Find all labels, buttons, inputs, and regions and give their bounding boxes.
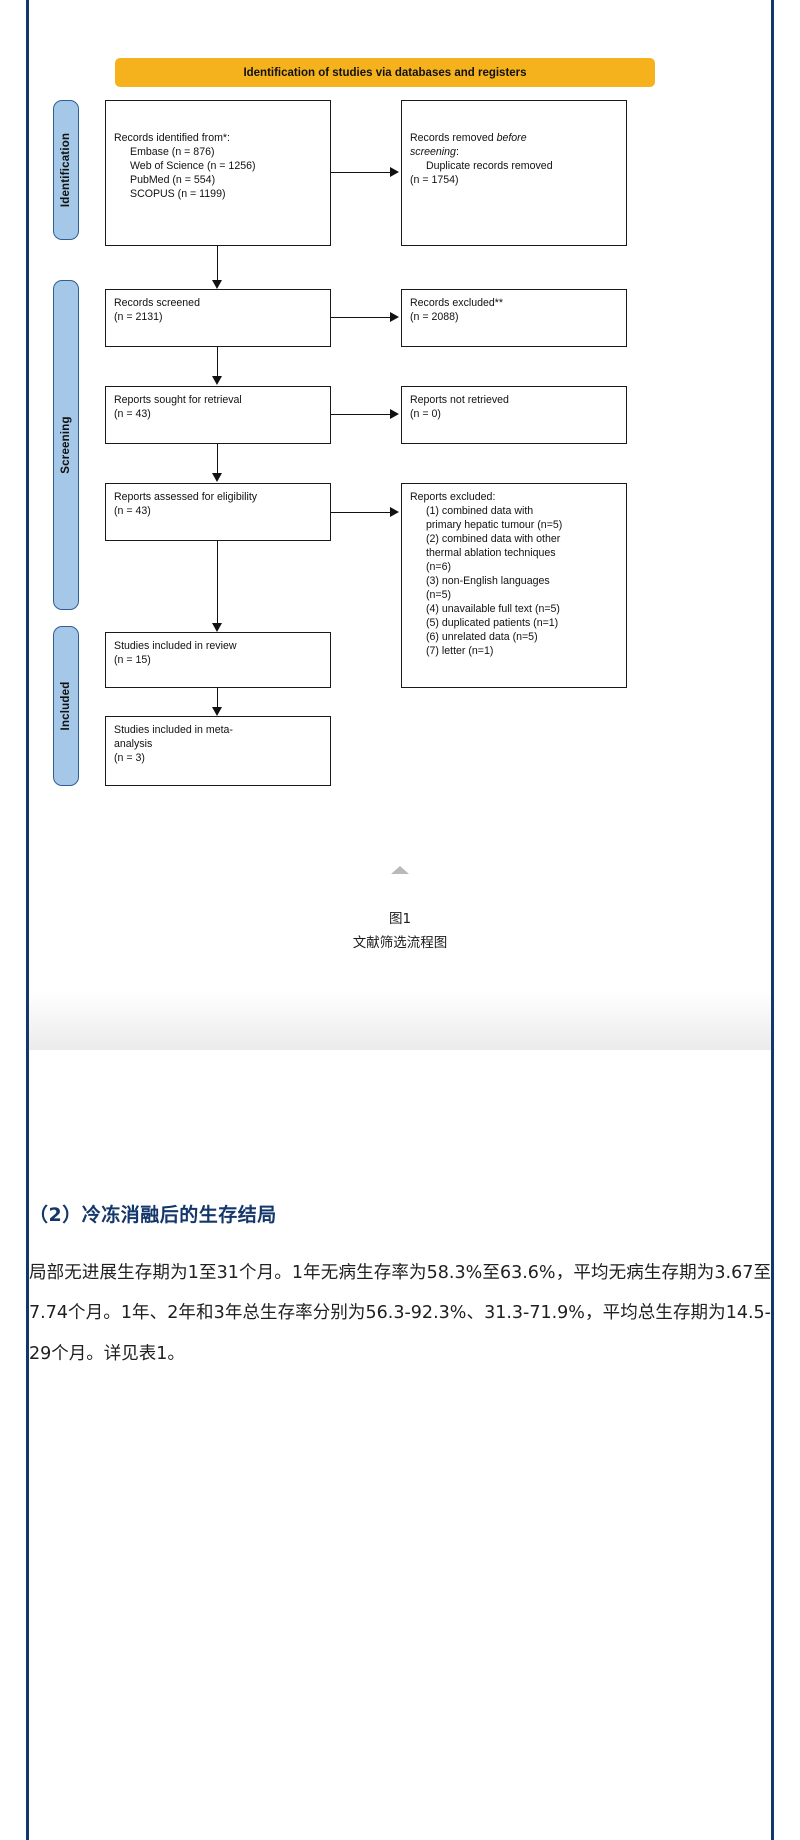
reports-excluded-item-5: (3) non-English languages <box>426 574 550 587</box>
connector-assessed-to-included <box>217 541 219 625</box>
records-removed-screening-emphasis: screening <box>410 145 456 158</box>
records-removed-line1: Records removed <box>410 132 497 144</box>
connector-assessed-to-excluded <box>331 512 391 514</box>
reports-sought-count: (n = 43) <box>114 407 151 420</box>
box-reports-not-retrieved: Reports not retrieved (n = 0) <box>401 386 627 444</box>
reports-excluded-item-2: (2) combined data with other <box>426 532 561 545</box>
studies-included-review-count: (n = 15) <box>114 653 151 666</box>
article-body: （2）冷冻消融后的生存结局 局部无进展生存期为1至31个月。1年无病生存率为58… <box>29 1200 771 1374</box>
arrowhead-review-to-meta <box>212 707 222 716</box>
records-identified-item-3: SCOPUS (n = 1199) <box>130 187 226 200</box>
banner-identification-title: Identification of studies via databases … <box>115 58 655 87</box>
records-removed-colon: : <box>455 145 459 158</box>
phase-identification-label: Identification <box>60 132 72 208</box>
arrowhead-screened-to-sought <box>212 376 222 385</box>
section-paragraph: 局部无进展生存期为1至31个月。1年无病生存率为58.3%至63.6%，平均无病… <box>29 1263 771 1364</box>
reports-excluded-item-10: (7) letter (n=1) <box>426 644 494 657</box>
reports-excluded-item-0: (1) combined data with <box>426 504 534 517</box>
box-reports-assessed: Reports assessed for eligibility (n = 43… <box>105 483 331 541</box>
right-rail-decoration <box>771 0 774 1840</box>
prisma-flow-diagram: Identification Screening Included Identi… <box>29 0 771 874</box>
records-identified-title: Records identified from*: <box>114 132 230 144</box>
box-records-identified: Records identified from*: Embase (n = 87… <box>105 100 331 246</box>
arrowhead-assessed-to-included <box>212 623 222 632</box>
connector-sought-to-assessed <box>217 444 219 475</box>
figure-bottom-gap <box>29 1050 771 1180</box>
connector-review-to-meta <box>217 688 219 709</box>
reports-excluded-item-6: (n=5) <box>426 588 452 601</box>
reports-excluded-title: Reports excluded: <box>410 491 496 503</box>
connector-identified-to-screened <box>217 246 219 282</box>
section-heading: （2）冷冻消融后的生存结局 <box>29 1204 277 1226</box>
records-screened-count: (n = 2131) <box>114 310 163 323</box>
phase-screening: Screening <box>53 280 79 610</box>
page-content: Identification Screening Included Identi… <box>29 0 771 1840</box>
connector-screened-to-excluded <box>331 317 391 319</box>
phase-included-label: Included <box>60 681 72 731</box>
reports-excluded-item-9: (6) unrelated data (n=5) <box>426 630 538 643</box>
arrowhead-identified-to-screened <box>212 280 222 289</box>
connector-screened-to-sought <box>217 347 219 378</box>
box-records-removed: Records removed before screening: Duplic… <box>401 100 627 246</box>
box-reports-excluded: Reports excluded: (1) combined data with… <box>401 483 627 688</box>
records-removed-item-0: Duplicate records removed <box>426 159 553 172</box>
reports-excluded-item-7: (4) unavailable full text (n=5) <box>426 602 560 615</box>
arrowhead-sought-to-not-retrieved <box>390 409 399 419</box>
records-identified-item-0: Embase (n = 876) <box>130 145 215 158</box>
arrowhead-assessed-to-excluded <box>390 507 399 517</box>
connector-sought-to-not-retrieved <box>331 414 391 416</box>
records-identified-item-1: Web of Science (n = 1256) <box>130 159 256 172</box>
studies-included-meta-count: (n = 3) <box>114 751 145 764</box>
box-records-excluded: Records excluded** (n = 2088) <box>401 289 627 347</box>
box-reports-sought: Reports sought for retrieval (n = 43) <box>105 386 331 444</box>
studies-included-meta-title-line1: Studies included in meta- <box>114 724 233 736</box>
box-studies-included-review: Studies included in review (n = 15) <box>105 632 331 688</box>
box-studies-included-meta: Studies included in meta- analysis (n = … <box>105 716 331 786</box>
reports-not-retrieved-count: (n = 0) <box>410 407 441 420</box>
records-screened-title: Records screened <box>114 297 200 309</box>
reports-excluded-item-1: primary hepatic tumour (n=5) <box>426 518 563 531</box>
collapse-caret-icon[interactable] <box>391 866 409 874</box>
phase-identification: Identification <box>53 100 79 240</box>
reports-assessed-count: (n = 43) <box>114 504 151 517</box>
figure-caption: 图1 文献筛选流程图 <box>29 908 771 955</box>
studies-included-meta-title-line2: analysis <box>114 737 153 750</box>
records-excluded-count: (n = 2088) <box>410 310 459 323</box>
reports-assessed-title: Reports assessed for eligibility <box>114 491 258 503</box>
arrowhead-sought-to-assessed <box>212 473 222 482</box>
arrowhead-screened-to-excluded <box>390 312 399 322</box>
box-records-screened: Records screened (n = 2131) <box>105 289 331 347</box>
arrowhead-identified-to-removed <box>390 167 399 177</box>
reports-not-retrieved-title: Reports not retrieved <box>410 394 509 406</box>
banner-title-text: Identification of studies via databases … <box>243 66 527 79</box>
connector-identified-to-removed <box>331 172 391 174</box>
phase-included: Included <box>53 626 79 786</box>
reports-excluded-item-3: thermal ablation techniques <box>426 546 556 559</box>
studies-included-review-title: Studies included in review <box>114 640 237 652</box>
records-removed-item-1: (n = 1754) <box>410 173 459 186</box>
reports-sought-title: Reports sought for retrieval <box>114 394 242 406</box>
records-excluded-title: Records excluded** <box>410 297 504 309</box>
figure-fade-strip <box>29 990 771 1050</box>
figure-caption-title: 文献筛选流程图 <box>352 934 448 951</box>
reports-excluded-item-4: (n=6) <box>426 560 452 573</box>
prisma-figure: Identification Screening Included Identi… <box>29 0 771 1000</box>
records-removed-before-emphasis: before <box>496 132 527 144</box>
figure-caption-number: 图1 <box>388 911 412 927</box>
reports-excluded-item-8: (5) duplicated patients (n=1) <box>426 616 559 629</box>
left-rail-decoration <box>26 0 29 1840</box>
records-identified-item-2: PubMed (n = 554) <box>130 173 216 186</box>
phase-screening-label: Screening <box>60 416 72 474</box>
